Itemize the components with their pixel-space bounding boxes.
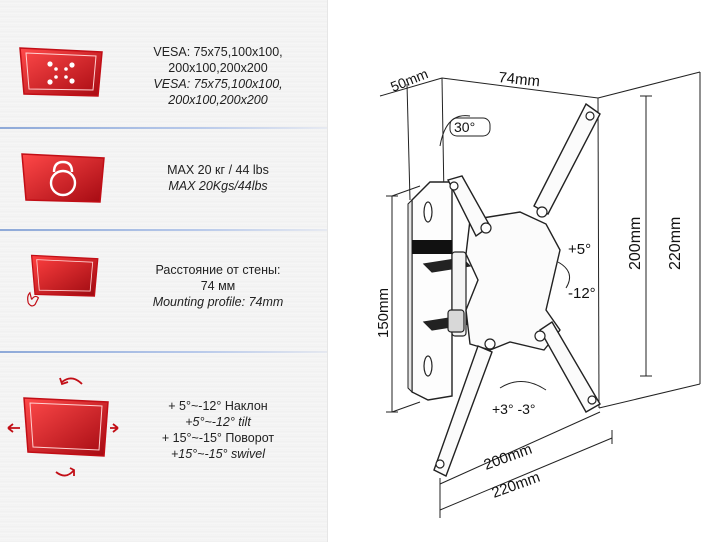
label-74mm: 74mm [498, 69, 541, 90]
distance-line-en: Mounting profile: 74mm [152, 295, 284, 309]
vesa-pattern-icon [19, 47, 103, 97]
dim-guide [441, 77, 445, 199]
weight-kettlebell-icon [21, 153, 105, 203]
weight-text: MAX 20 кг / 44 lbs MAX 20Kgs/44lbs [118, 162, 318, 194]
label-200mm-width: 200mm [482, 441, 535, 474]
wall-distance-icon [27, 254, 99, 307]
feature-vesa: VESA: 75x75,100x100, 200x100,200x200 VES… [0, 0, 327, 128]
swivel-line-ru: + 15°~-15° Поворот [161, 431, 275, 445]
tilt-line-en: +5°~-12° tilt [185, 415, 251, 429]
vesa-line-ru-2: 200x100,200x200 [168, 61, 268, 75]
features-panel: VESA: 75x75,100x100, 200x100,200x200 VES… [0, 0, 328, 542]
distance-line-ru-2: 74 мм [200, 279, 236, 293]
label-50mm: 50mm [388, 65, 430, 94]
swivel-line-en: +15°~-15° swivel [170, 447, 266, 461]
weight-line-ru: MAX 20 кг / 44 lbs [167, 163, 269, 177]
tilt-angle-box [449, 117, 491, 137]
divider [0, 229, 327, 231]
feature-weight: MAX 20 кг / 44 lbs MAX 20Kgs/44lbs [0, 130, 327, 230]
vesa-plate [433, 102, 601, 477]
label-30deg: 30° [454, 119, 475, 135]
vesa-line-en-1: VESA: 75x75,100x100, [153, 77, 283, 91]
tilt-arc-vertical [557, 261, 571, 289]
dim-guide [406, 83, 411, 201]
label-tilt-down: -12° [568, 285, 596, 302]
distance-line-ru-1: Расстояние от стены: [155, 263, 281, 277]
dim-guide [597, 71, 701, 99]
dim-line-220-width [439, 437, 613, 511]
label-rotate: +3° -3° [492, 401, 536, 417]
vesa-text: VESA: 75x75,100x100, 200x100,200x200 VES… [118, 44, 318, 108]
tilt-swivel-text: + 5°~-12° Наклон +5°~-12° tilt + 15°~-15… [118, 398, 318, 462]
label-220mm-height: 220mm [667, 217, 684, 270]
distance-text: Расстояние от стены: 74 мм Mounting prof… [118, 262, 318, 310]
tilt-line-ru: + 5°~-12° Наклон [168, 399, 268, 413]
dim-guide [597, 97, 600, 409]
feature-distance: Расстояние от стены: 74 мм Mounting prof… [0, 232, 327, 352]
vesa-line-en-2: 200x100,200x200 [168, 93, 268, 107]
wall-plate [407, 181, 453, 401]
weight-line-en: MAX 20Kgs/44lbs [168, 179, 268, 193]
label-tilt-up: +5° [568, 241, 591, 258]
vesa-line-ru-1: VESA: 75x75,100x100, [153, 45, 283, 59]
divider [0, 351, 327, 353]
dim-guide [441, 77, 599, 99]
dim-guide [379, 77, 443, 97]
dim-guide [598, 383, 701, 409]
dim-line-200-width [439, 411, 601, 485]
label-220mm-width: 220mm [490, 469, 543, 502]
bracket-diagram: 50mm 74mm 30° 200mm 220mm 150mm +5° -12°… [375, 65, 701, 518]
mounting-holes [435, 111, 597, 469]
label-200mm-height: 200mm [627, 217, 644, 270]
tilt-swivel-icon [7, 377, 119, 477]
swivel-arms [422, 251, 472, 337]
divider [0, 127, 327, 129]
rotate-arc [499, 381, 547, 391]
feature-tilt-swivel: + 5°~-12° Наклон +5°~-12° tilt + 15°~-15… [0, 354, 327, 542]
label-150mm: 150mm [375, 288, 392, 338]
